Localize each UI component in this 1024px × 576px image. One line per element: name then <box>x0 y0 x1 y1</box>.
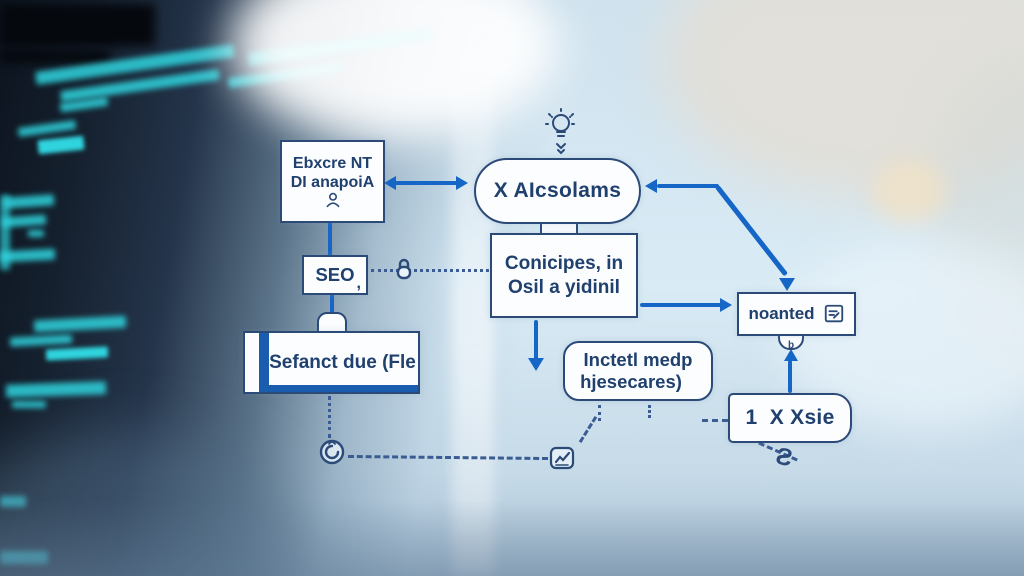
reflection-streak <box>452 0 494 576</box>
node-xsie-label: 1 X Xsie <box>745 406 835 429</box>
coin-icon <box>317 437 347 467</box>
dotted-link-seo-to-concepts <box>371 269 489 272</box>
code-dark-block <box>0 50 110 63</box>
node-expert: Ebxcre NT DI anapoiA <box>280 140 385 223</box>
bidirectional-arrow-line <box>394 181 458 185</box>
code-line <box>28 230 44 237</box>
node-main-label: X AIcsolams <box>493 179 622 202</box>
dashed-link-to-bubble <box>578 415 598 444</box>
node-noanted: noanted <box>737 292 856 336</box>
code-dark-block <box>0 4 155 46</box>
code-line <box>12 401 46 408</box>
connector-concepts-down-line <box>534 320 538 360</box>
lightbulb-icon <box>541 106 581 158</box>
squiggle-icon: Ƨ <box>773 442 795 473</box>
document-icon <box>824 304 843 323</box>
notch-glyph: b <box>787 340 795 351</box>
connector-seo-to-select <box>330 294 334 314</box>
connector-concepts-arrowhead-down <box>528 358 544 371</box>
node-xsie: 1 X Xsie <box>728 393 852 443</box>
node-expert-label-line2: DI anapoiA <box>290 173 375 191</box>
connector-noanted-arrowhead-down <box>779 278 795 291</box>
node-select-bottom-bar <box>259 385 418 392</box>
node-concepts-label-line1: Conicipes, in <box>504 252 624 274</box>
connector-pill-arrowhead <box>645 179 657 193</box>
node-seo: SEO , <box>302 255 368 295</box>
node-main: X AIcsolams <box>474 158 641 224</box>
node-select: Sefanct due (Fle <box>243 331 420 394</box>
connector-concepts-to-noanted <box>640 303 722 307</box>
dotted-stub-bubble-left <box>598 405 601 421</box>
code-line <box>0 195 10 270</box>
person-icon <box>326 193 339 208</box>
node-select-label: Sefanct due (Fle <box>269 351 416 373</box>
dashed-link-into-xsie <box>702 419 728 422</box>
node-select-left-bar <box>259 333 269 392</box>
bidirectional-arrow-right-head <box>456 176 468 190</box>
notch-noanted-bottom: b <box>778 334 804 351</box>
node-concepts-label-line2: Osil a yidinil <box>508 276 620 298</box>
node-expert-label-line1: Ebxcre NT <box>292 154 373 172</box>
node-concepts: Conicipes, in Osil a yidinil <box>490 233 638 318</box>
connector-concepts-arrowhead-right <box>720 298 732 312</box>
lock-icon <box>392 255 416 283</box>
connector-pill-to-noanted-horizontal <box>657 184 719 188</box>
node-internal-label-line2: hjesecares) <box>580 371 682 392</box>
connector-expert-to-seo <box>328 222 332 256</box>
chart-icon <box>549 445 576 471</box>
connector-xsie-to-noanted <box>788 360 792 393</box>
bottom-vignette <box>0 500 1024 576</box>
connector-pill-to-noanted-diagonal <box>715 184 788 277</box>
node-internal-label-line1: Inctetl medp <box>583 349 693 370</box>
warm-glow <box>872 160 946 224</box>
node-seo-label: SEO <box>315 264 355 285</box>
node-seo-comma: , <box>356 275 361 292</box>
dotted-stub-bubble-right <box>648 405 651 418</box>
dashed-link-bottom <box>347 454 549 461</box>
node-noanted-label: noanted <box>748 304 815 323</box>
bidirectional-arrow-left-head <box>384 176 396 190</box>
node-internal: Inctetl medp hjesecares) <box>563 341 713 401</box>
connector-xsie-arrowhead-up <box>784 349 798 361</box>
dotted-link-select-down <box>328 396 331 438</box>
